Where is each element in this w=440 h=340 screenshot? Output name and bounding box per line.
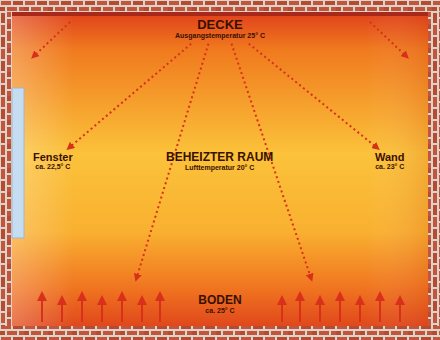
temperature: ca. 25° C [33,307,407,315]
heat-rise-arrow [121,296,123,322]
heading: BODEN [33,294,407,307]
heat-rise-arrow [319,300,321,322]
floor-band: BODENca. 25° C [30,276,410,322]
temperature: Lufttemperatur 20° C [166,164,273,172]
heat-rise-arrow [379,296,381,322]
heat-rise-arrow [141,300,143,322]
floor-bricks [0,326,440,340]
room-shade [12,12,428,326]
heat-rise-arrow [281,300,283,322]
window [12,88,24,238]
radiation-arrow [69,44,191,148]
heading: Fenster [33,151,73,163]
left-wall-bricks [0,12,12,326]
heading: Wand [375,151,405,163]
heat-rise-arrow [81,296,83,322]
heading: BEHEIZTER RAUM [166,151,273,164]
heat-rise-arrow [41,296,43,322]
ceiling-bricks [0,0,440,12]
heading: DECKE [175,18,265,32]
heat-rise-arrow [299,296,301,322]
right-wall-bricks [428,12,440,326]
heat-rise-arrow [399,300,401,322]
room-label: BEHEIZTER RAUMLufttemperatur 20° C [163,150,276,174]
radiation-arrow [370,22,406,56]
window-label: Fensterca. 22,5° C [30,150,76,172]
temperature: ca. 23° C [375,163,405,171]
room-air [12,12,428,326]
heat-rise-arrow [359,300,361,322]
radiation-arrow [34,22,70,56]
ceiling-surface [12,12,428,16]
wall-label: Wandca. 23° C [372,150,408,172]
heat-rise-arrow [159,296,161,322]
temperature: Ausgangstemperatur 25° C [175,32,265,40]
heat-rise-arrow [101,300,103,322]
heat-rise-arrow [339,296,341,322]
radiation-arrow [249,44,378,148]
temperature: ca. 22,5° C [33,163,73,171]
ceiling-label: DECKEAusgangstemperatur 25° C [172,17,268,42]
heat-rise-arrow [61,300,63,322]
